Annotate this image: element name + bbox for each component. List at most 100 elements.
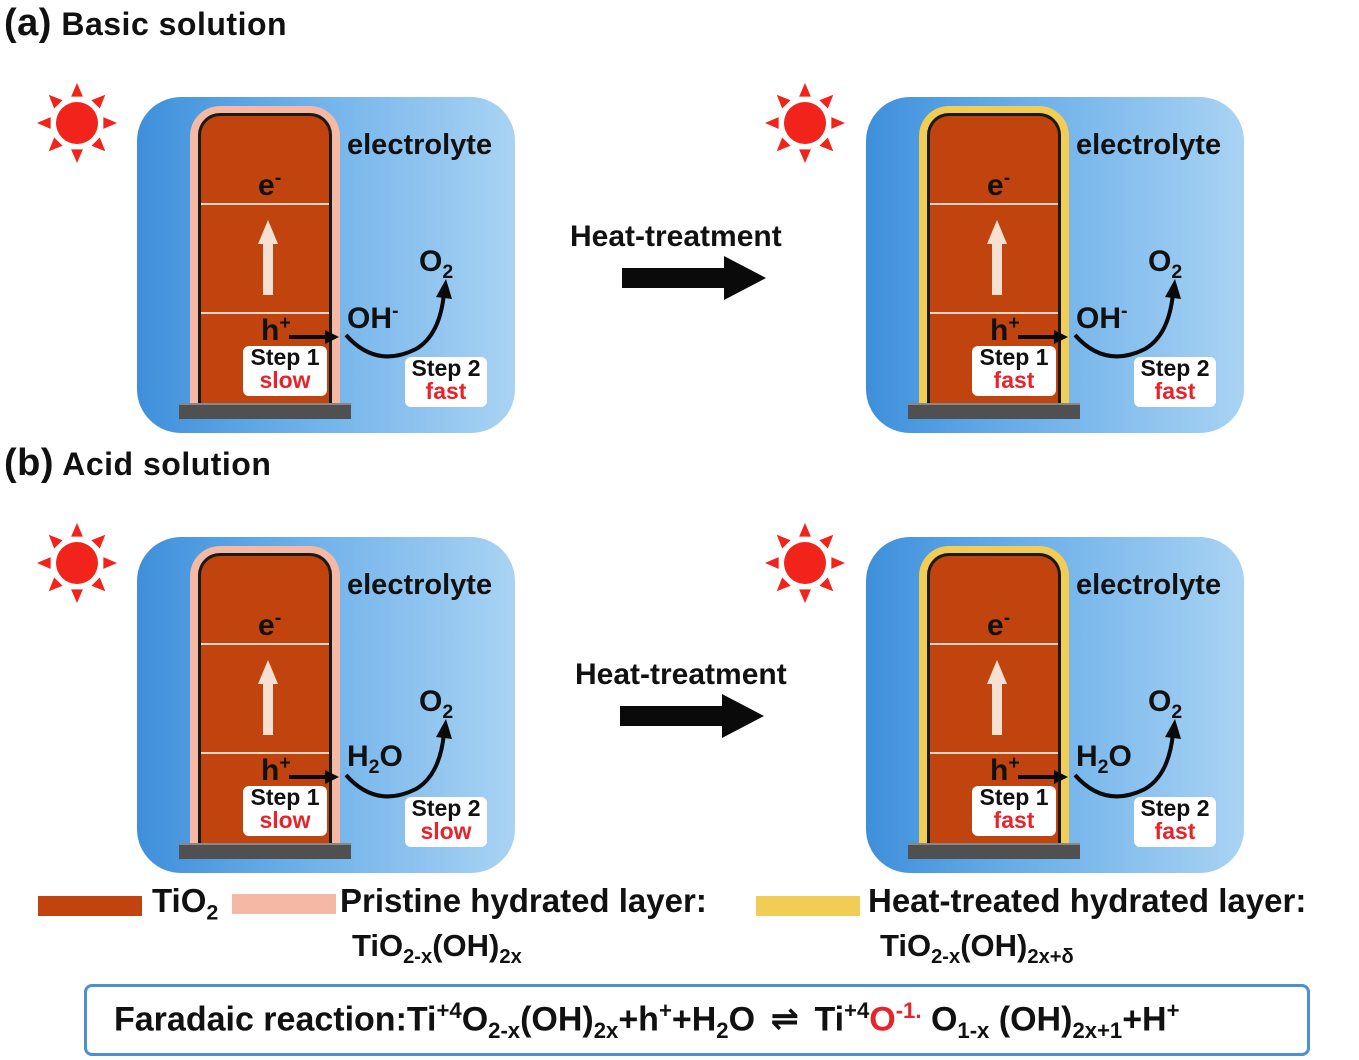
section-b-tag: (b): [4, 442, 55, 484]
species-charge: -: [392, 300, 399, 322]
electron-charge: -: [1003, 607, 1011, 629]
reactant-species-label: H2O: [1076, 740, 1132, 779]
reaction-p4: +h: [618, 1000, 659, 1039]
oxygen-sub: 2: [1171, 261, 1183, 283]
reaction-equation: Faradaic reaction:Ti+4O2-x(OH)2x+h++H2O …: [114, 998, 1180, 1044]
electrode-base: [179, 843, 351, 859]
electron-label: e-: [987, 167, 1010, 203]
legend-tio2: TiO2: [152, 882, 218, 926]
curved-arrow-icon: [344, 279, 452, 359]
species-charge: -: [1121, 300, 1128, 322]
reactant-species-label: H2O: [347, 740, 403, 779]
oxygen-symbol: O: [1148, 245, 1172, 278]
step2-rate: fast: [1154, 378, 1196, 404]
species-tail: O: [379, 740, 403, 773]
electrolyte-label: electrolyte: [1076, 569, 1222, 601]
hole-charge: +: [279, 752, 291, 774]
reactant-species-label: OH-: [347, 300, 399, 336]
electron-charge: -: [274, 167, 282, 189]
hole-label: h+: [990, 312, 1020, 348]
reaction-r2-sup: -1.: [895, 998, 922, 1023]
electron-label: e-: [258, 167, 281, 203]
sun-icon: [765, 523, 845, 603]
species-main: OH: [1076, 302, 1121, 335]
oxygen-symbol: O: [1148, 685, 1172, 718]
reaction-p2-sub: 2-x: [488, 1018, 521, 1044]
reaction-p1-sup: +4: [436, 998, 462, 1023]
heat-formula-sub1: 2-x: [931, 946, 961, 969]
reaction-r4: (OH): [989, 1000, 1073, 1039]
sun-icon: [765, 83, 845, 163]
hole-charge: +: [1008, 312, 1020, 334]
hole-label: h+: [261, 312, 291, 348]
reaction-p3: (OH): [520, 1000, 594, 1039]
heat-formula-main: TiO: [880, 928, 932, 963]
hole-symbol: h: [990, 754, 1009, 787]
electron-label: e-: [258, 607, 281, 643]
legend-heat-label: Heat-treated hydrated layer:: [868, 882, 1307, 919]
step1-rate: fast: [993, 807, 1035, 833]
up-arrow-shaft: [263, 243, 273, 295]
sun-icon: [37, 523, 117, 603]
step1-label: Step 1: [250, 784, 320, 810]
pristine-formula-main: TiO: [352, 928, 404, 963]
electrode-base: [179, 403, 351, 419]
step1-rate: slow: [259, 367, 311, 393]
right-arrow-icon: [620, 694, 764, 738]
pristine-formula-sub1: 2-x: [403, 946, 433, 969]
up-arrow-icon: [987, 220, 1007, 244]
oxygen-sub: 2: [442, 261, 454, 283]
pristine-formula-mid: (OH): [432, 928, 500, 963]
electron-symbol: e: [987, 609, 1004, 642]
reaction-p5: +H: [671, 1000, 717, 1039]
legend-tio2-main: TiO: [152, 882, 207, 919]
heat-formula-sub2: 2x+δ: [1027, 946, 1074, 969]
oxygen-label: O2: [1148, 685, 1182, 724]
hole-charge: +: [1008, 752, 1020, 774]
right-arrow-icon: [1018, 770, 1068, 784]
step2-label: Step 2: [1140, 355, 1210, 381]
section-a-text: Basic solution: [61, 6, 288, 42]
step1-label: Step 1: [250, 344, 320, 370]
section-a-title: (a) Basic solution: [4, 2, 287, 45]
species-main: H: [1076, 740, 1098, 773]
step1-rate: fast: [993, 367, 1035, 393]
legend-swatch-heat: [756, 896, 860, 916]
hole-label: h+: [261, 752, 291, 788]
electron-label: e-: [987, 607, 1010, 643]
electrolyte-label: electrolyte: [347, 569, 493, 601]
electron-symbol: e: [258, 169, 275, 202]
oxygen-symbol: O: [419, 685, 443, 718]
reaction-r3: O: [921, 1000, 958, 1039]
step1-label: Step 1: [979, 344, 1049, 370]
step1-rate: slow: [259, 807, 311, 833]
legend-swatch-tio2: [38, 896, 142, 916]
valence-band-line: [201, 752, 329, 754]
reaction-r1-sup: +4: [844, 998, 870, 1023]
reaction-r2: O: [869, 1000, 896, 1039]
electrolyte-label: electrolyte: [1076, 129, 1222, 161]
species-sub: 2: [368, 756, 380, 778]
hole-symbol: h: [261, 754, 280, 787]
electrode-base: [908, 843, 1080, 859]
legend-pristine-label: Pristine hydrated layer:: [340, 882, 707, 919]
reaction-p2: O: [461, 1000, 489, 1039]
legend-swatch-pristine: [232, 894, 336, 914]
heat-treatment-label-a: Heat-treatment: [570, 220, 782, 253]
electron-charge: -: [1003, 167, 1011, 189]
electrode-base: [908, 403, 1080, 419]
reaction-box: [84, 984, 1310, 1056]
right-arrow-icon: [289, 770, 339, 784]
section-a-tag: (a): [4, 2, 52, 44]
species-tail: O: [1108, 740, 1132, 773]
reaction-p3-sub: 2x: [593, 1018, 619, 1044]
hole-symbol: h: [261, 314, 280, 347]
reaction-p5-sub: 2: [716, 1018, 729, 1044]
hole-symbol: h: [990, 314, 1009, 347]
